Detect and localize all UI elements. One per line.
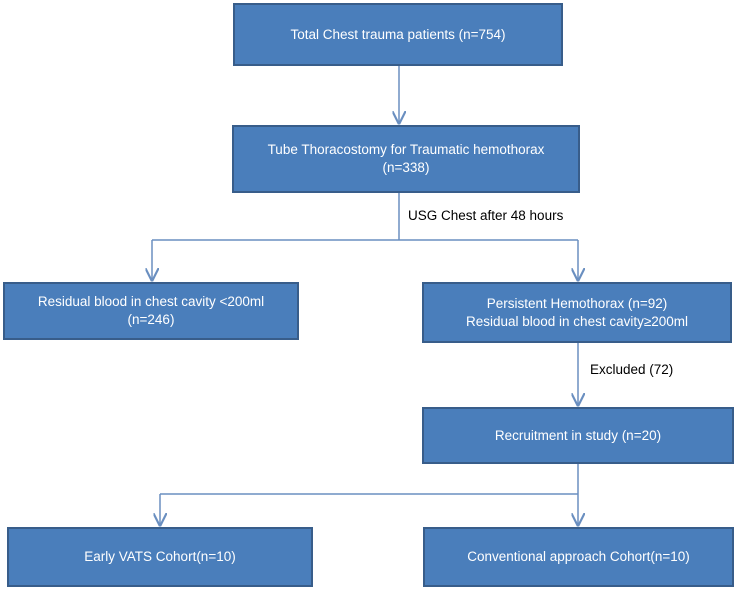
box-residual-low-line2: (n=246) <box>127 312 175 327</box>
box-conventional-text: Conventional approach Cohort(n=10) <box>467 549 690 564</box>
box-early-vats: Early VATS Cohort(n=10) <box>7 527 313 587</box>
label-excluded: Excluded (72) <box>590 362 674 377</box>
box-persistent-hemothorax-line2: Residual blood in chest cavity≥200ml <box>465 313 689 329</box>
box-residual-low: Residual blood in chest cavity <200ml (n… <box>3 282 299 340</box>
box-residual-low-line1: Residual blood in chest cavity <200ml <box>37 294 265 309</box>
box-recruitment: Recruitment in study (n=20) <box>422 407 734 464</box>
box-early-vats-text: Early VATS Cohort(n=10) <box>84 549 236 564</box>
label-usg-chest: USG Chest after 48 hours <box>408 208 564 223</box>
box-recruitment-text: Recruitment in study (n=20) <box>494 427 662 443</box>
box-tube-thoracostomy: Tube Thoracostomy for Traumatic hemothor… <box>232 125 580 193</box>
box-conventional: Conventional approach Cohort(n=10) <box>423 527 734 587</box>
box-total-patients: Total Chest trauma patients (n=754) <box>233 3 563 66</box>
box-persistent-hemothorax-line1: Persistent Hemothorax (n=92) <box>486 295 668 311</box>
box-persistent-hemothorax: Persistent Hemothorax (n=92) Residual bl… <box>422 282 732 343</box>
box-tube-thoracostomy-line1: Tube Thoracostomy for Traumatic hemothor… <box>267 142 545 157</box>
box-tube-thoracostomy-line2: (n=338) <box>382 160 430 175</box>
box-total-patients-text: Total Chest trauma patients (n=754) <box>290 26 506 42</box>
